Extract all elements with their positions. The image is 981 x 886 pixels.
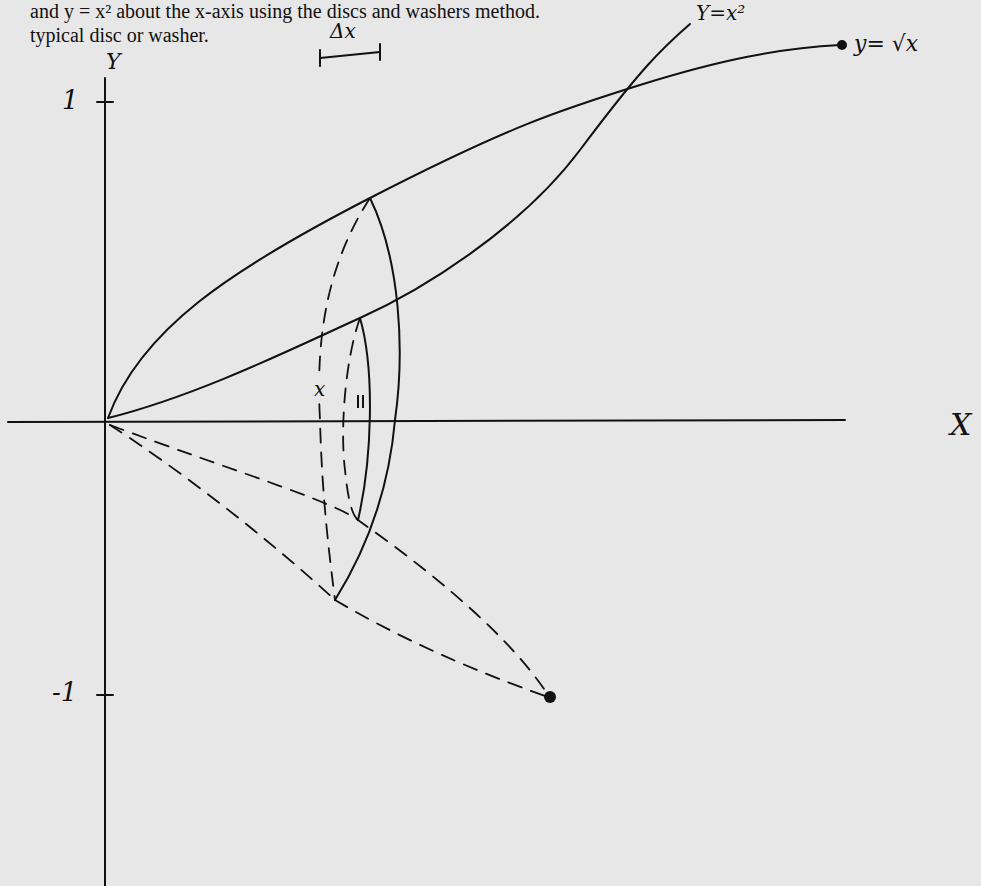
end-dot bbox=[838, 41, 846, 49]
delta-bracket bbox=[319, 50, 321, 66]
tick-label: -1 bbox=[50, 678, 79, 707]
curve-label: Y=x² bbox=[694, 2, 747, 24]
tick bbox=[357, 395, 359, 408]
tick bbox=[362, 395, 364, 408]
question-text: typical disc or washer. bbox=[28, 24, 211, 46]
tick bbox=[97, 694, 113, 696]
revolved-outline bbox=[110, 425, 335, 600]
washer-inner-back bbox=[343, 318, 360, 520]
washer-inner bbox=[358, 318, 370, 520]
question-text: and y = x² about the x-axis using the di… bbox=[28, 0, 542, 22]
position-label: x bbox=[312, 378, 327, 400]
revolved-outline bbox=[110, 425, 548, 695]
axis-label: Y bbox=[104, 50, 123, 74]
delta-bracket bbox=[320, 52, 380, 58]
width-label: Δx bbox=[328, 20, 358, 42]
axis-label: X bbox=[948, 408, 973, 441]
washer-outer bbox=[335, 198, 400, 600]
y-axis bbox=[104, 78, 106, 886]
delta-bracket bbox=[379, 44, 381, 60]
tick bbox=[97, 101, 113, 103]
tick-label: 1 bbox=[60, 86, 81, 115]
x-axis bbox=[8, 420, 845, 422]
end-dot bbox=[544, 691, 556, 703]
revolved-outline bbox=[335, 600, 548, 697]
sqrt-curve bbox=[108, 45, 840, 418]
curve-label: y= √x bbox=[852, 32, 920, 56]
